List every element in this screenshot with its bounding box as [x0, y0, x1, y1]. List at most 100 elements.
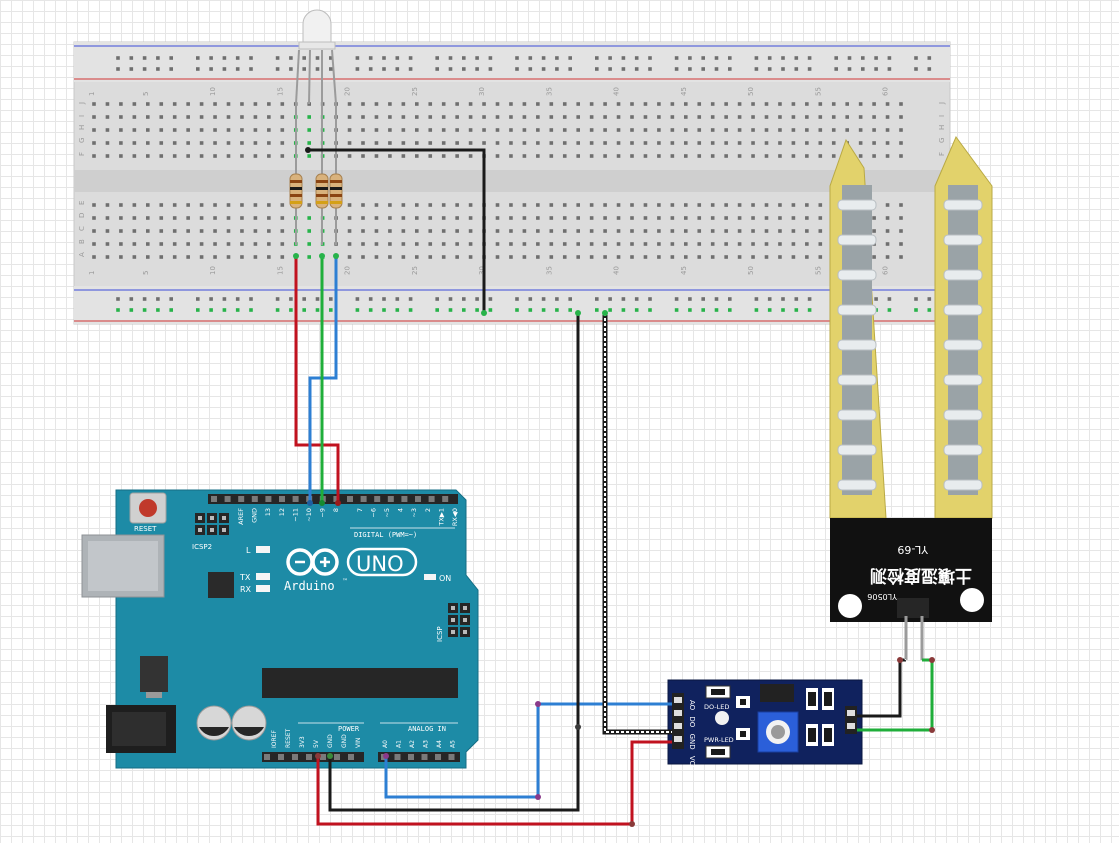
rail-hole [488, 56, 493, 60]
header-hole [292, 754, 298, 760]
breadboard-hole [737, 115, 742, 119]
breadboard-hole [172, 242, 177, 246]
breadboard-hole [213, 216, 217, 220]
wire-end [293, 253, 299, 259]
breadboard-hole [630, 229, 634, 233]
breadboard-hole [509, 115, 513, 119]
soil-moisture-probe: 土壤湿度检测 YL0506 YL-69 [829, 135, 993, 660]
breadboard-hole [455, 102, 459, 106]
rail-hole [448, 308, 453, 312]
breadboard-hole [670, 141, 675, 145]
breadboard-hole [643, 154, 648, 158]
breadboard-hole [226, 154, 231, 158]
breadboard-hole [226, 128, 231, 132]
rail-hole [568, 297, 572, 301]
breadboard-hole [495, 128, 500, 132]
wire-end [315, 753, 321, 759]
breadboard-hole [616, 216, 621, 220]
breadboard-hole [778, 242, 782, 246]
breadboard-hole [657, 255, 661, 259]
rail-hole [674, 67, 679, 71]
rail-hole [408, 67, 413, 71]
header-hole [435, 754, 441, 760]
breadboard-hole [522, 203, 527, 207]
breadboard-hole [280, 255, 285, 259]
breadboard-hole [253, 154, 258, 158]
rail-hole [887, 67, 892, 71]
breadboard-hole [576, 154, 580, 158]
breadboard-hole [899, 128, 903, 132]
breadboard-hole [361, 229, 365, 233]
breadboard-hole [670, 216, 675, 220]
breadboard-hole [710, 115, 715, 119]
header-hole [448, 754, 455, 760]
arduino-logo [286, 548, 339, 576]
breadboard-hole [146, 255, 150, 259]
breadboard-hole [199, 203, 204, 207]
rail-hole [608, 297, 612, 301]
reset-button[interactable] [129, 492, 167, 524]
rail-hole [781, 67, 785, 71]
breadboard-hole [495, 102, 500, 106]
breadboard-hole [347, 229, 352, 233]
header-hole [279, 496, 285, 502]
rail-hole [368, 56, 373, 60]
breadboard-hole [630, 154, 634, 158]
rail-hole [648, 308, 652, 312]
rail-hole [275, 67, 280, 71]
breadboard-hole [280, 115, 285, 119]
header-hole [415, 496, 421, 502]
breadboard-hole [724, 216, 728, 220]
rail-hole [515, 297, 519, 301]
rail-hole [395, 308, 400, 312]
breadboard-hole [845, 128, 849, 132]
rail-hole [315, 297, 320, 301]
breadboard-hole [643, 203, 648, 207]
rail-hole [608, 308, 612, 312]
rail-hole [794, 56, 799, 60]
breadboard-hole [240, 102, 244, 106]
potentiometer[interactable] [757, 711, 799, 753]
probe-pad [943, 409, 983, 421]
power-pin-label: GND [341, 734, 348, 748]
breadboard-hole [240, 216, 244, 220]
rail-hole [847, 67, 852, 71]
breadboard-hole [549, 141, 554, 145]
rail-hole [528, 308, 533, 312]
breadboard-hole [415, 203, 419, 207]
breadboard-hole [280, 102, 285, 106]
breadboard-hole [630, 242, 634, 246]
breadboard-hole [616, 115, 621, 119]
breadboard-hole [603, 255, 607, 259]
breadboard-hole [657, 203, 661, 207]
breadboard-hole [119, 255, 123, 259]
rail-hole [448, 56, 453, 60]
breadboard-hole [280, 141, 285, 145]
breadboard-hole [132, 242, 137, 246]
rail-hole [887, 56, 892, 60]
breadboard-hole [697, 154, 702, 158]
breadboard-hole [805, 154, 809, 158]
rail-hole [355, 308, 360, 312]
breadboard-hole [885, 255, 890, 259]
breadboard-hole [388, 203, 392, 207]
breadboard-hole [872, 216, 876, 220]
breadboard-hole [428, 203, 433, 207]
wire-end [535, 794, 541, 800]
breadboard-hole [603, 154, 607, 158]
trademark-mark: ™ [342, 578, 348, 585]
rail-hole [528, 67, 533, 71]
breadboard-hole [172, 154, 177, 158]
rail-hole [355, 67, 360, 71]
breadboard-hole [845, 115, 849, 119]
column-number: 25 [411, 87, 419, 96]
rgb-led [295, 9, 337, 105]
rail-hole [382, 56, 386, 60]
breadboard-hole [630, 255, 634, 259]
probe-pad [837, 339, 877, 351]
power-pin-label: GND [327, 734, 334, 748]
breadboard-hole [657, 141, 661, 145]
breadboard-hole [684, 255, 688, 259]
breadboard-hole [737, 242, 742, 246]
